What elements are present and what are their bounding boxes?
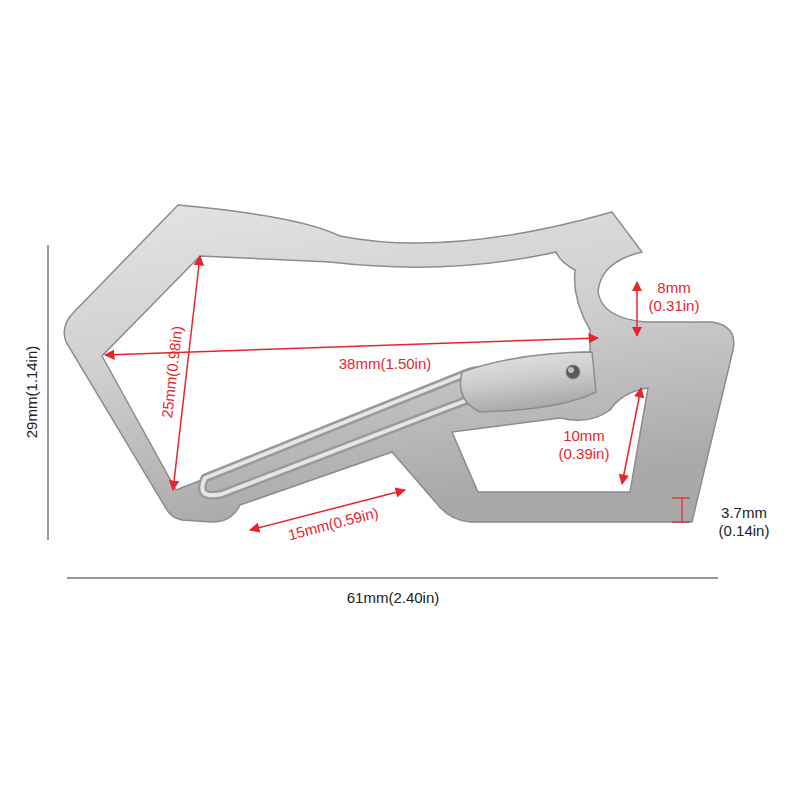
dimension-line bbox=[622, 388, 641, 484]
rivet bbox=[566, 365, 580, 379]
dimension-label: 10mm (0.39in) bbox=[553, 427, 615, 463]
dimension-label: 15mm(0.59in) bbox=[286, 504, 380, 545]
gate-knuckle bbox=[460, 352, 596, 412]
dimension-label: 8mm (0.31in) bbox=[643, 279, 705, 315]
gate-wire-highlight bbox=[202, 371, 488, 495]
dimension-tick bbox=[672, 497, 690, 498]
gate-wire bbox=[202, 371, 488, 495]
overall-height: 29mm(1.14in) bbox=[23, 346, 41, 439]
carabiner-frame bbox=[64, 205, 734, 522]
overall-width: 61mm(2.40in) bbox=[347, 589, 440, 607]
dimension-label: 25mm(0.98in) bbox=[158, 325, 186, 419]
dimension-line bbox=[681, 498, 682, 522]
dimension-tick bbox=[672, 521, 690, 522]
dimension-line bbox=[636, 282, 638, 336]
thickness-label: 3.7mm (0.14in) bbox=[711, 504, 777, 540]
overall-width-line bbox=[67, 578, 718, 579]
rivet-highlight bbox=[568, 367, 574, 373]
overall-height-line bbox=[48, 245, 49, 540]
dimension-label: 38mm(1.50in) bbox=[339, 355, 432, 373]
